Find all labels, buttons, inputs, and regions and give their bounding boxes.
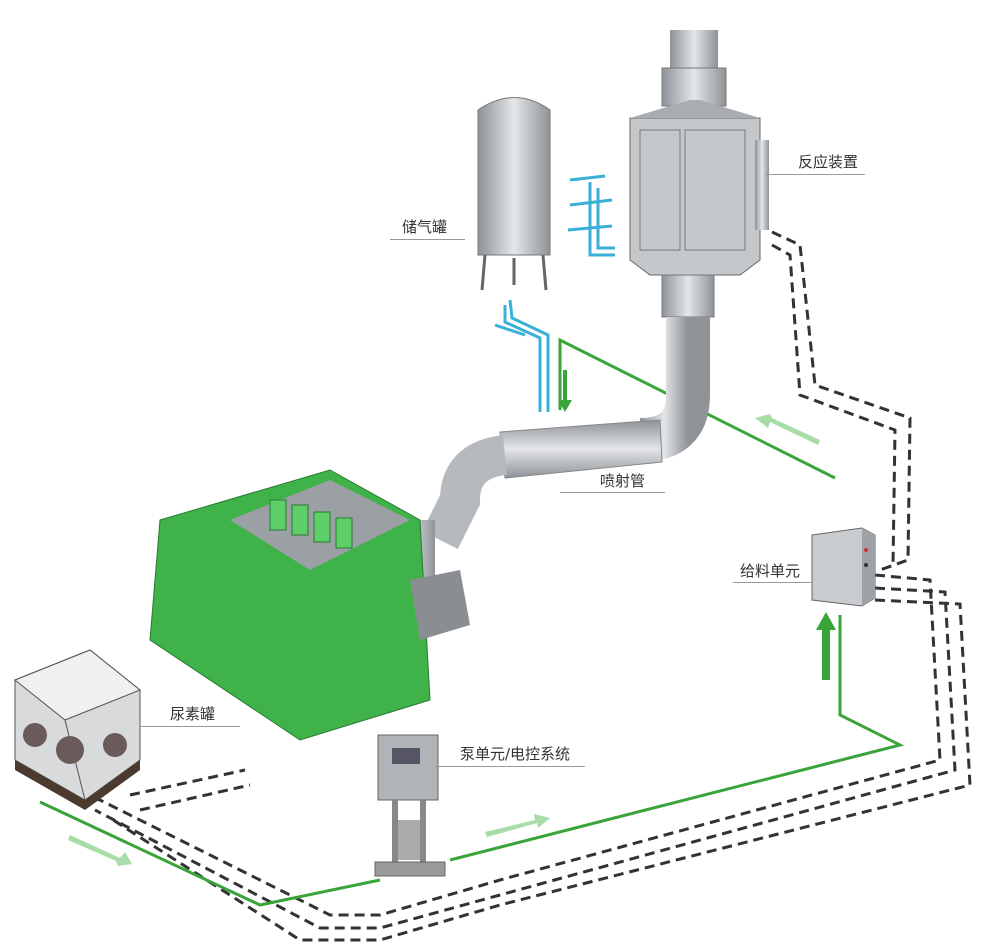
reactor-device xyxy=(629,30,769,462)
signal-lines xyxy=(79,230,972,942)
label-pump-unit: 泵单元/电控系统 xyxy=(460,745,571,763)
label-injection-pipe: 喷射管 xyxy=(600,472,646,490)
leader-line xyxy=(140,726,240,727)
leader-line xyxy=(435,766,585,767)
leader-line xyxy=(560,492,665,493)
label-air-tank: 储气罐 xyxy=(402,218,448,236)
leader-line xyxy=(390,239,465,240)
label-urea-tank: 尿素罐 xyxy=(170,705,216,723)
pump-unit-device xyxy=(374,734,446,877)
air-tank-device xyxy=(477,97,551,291)
feed-unit-device xyxy=(811,527,876,607)
leader-line xyxy=(765,174,865,175)
urea-tank-device xyxy=(14,649,141,810)
urea-lines xyxy=(39,337,905,907)
label-feed-unit: 给料单元 xyxy=(740,562,801,580)
leader-line xyxy=(733,582,813,583)
engine xyxy=(149,469,470,741)
flow-arrows xyxy=(68,370,836,866)
label-reactor: 反应装置 xyxy=(798,153,859,171)
air-lines xyxy=(494,174,615,412)
